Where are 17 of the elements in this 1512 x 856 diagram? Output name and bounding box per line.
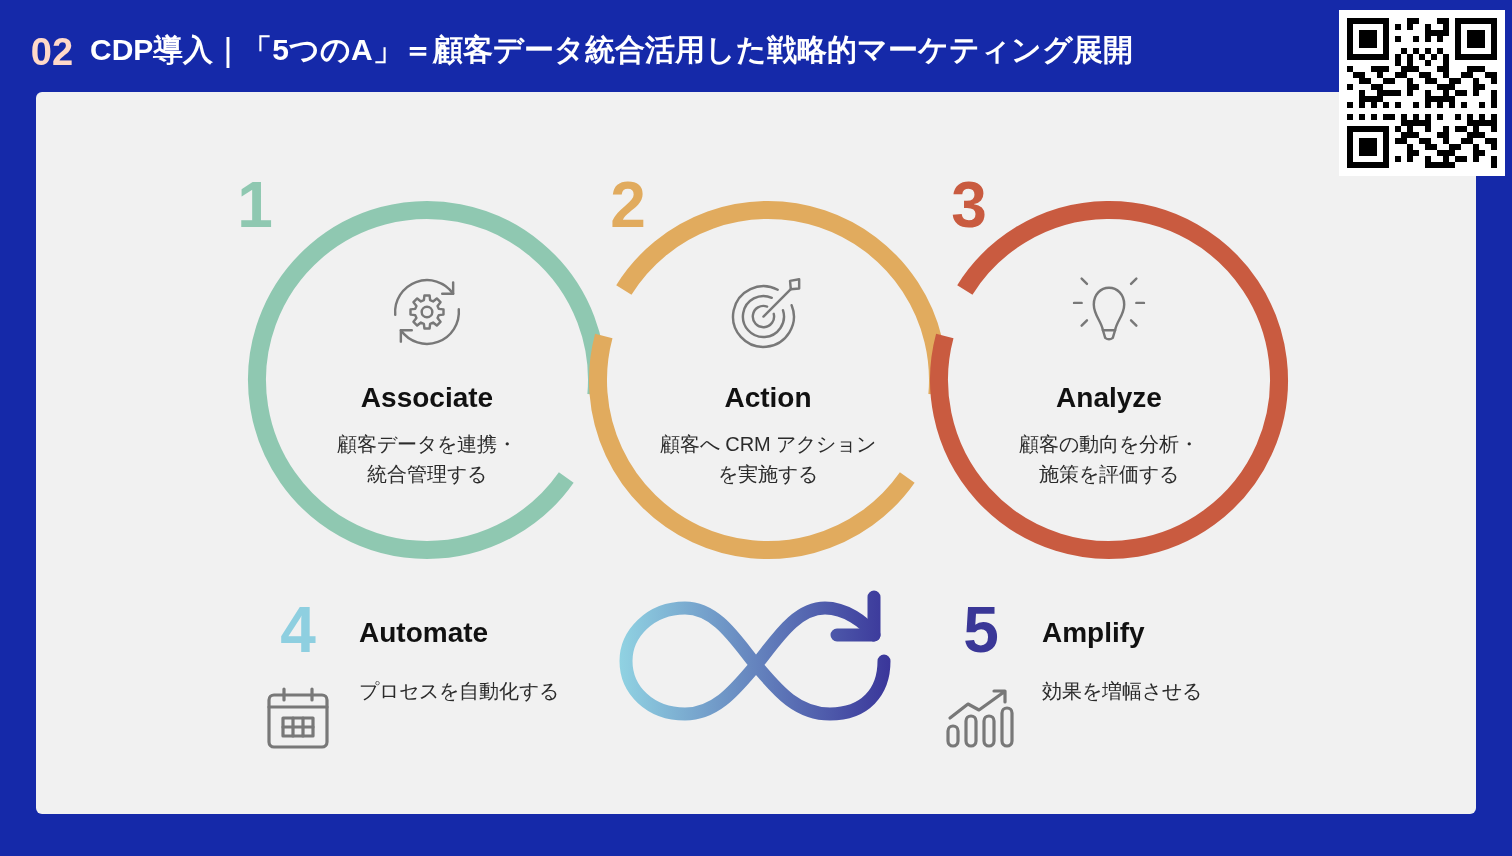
step-description: プロセスを自動化する (359, 679, 559, 703)
section-number: 02 (30, 33, 74, 71)
step-title: Action (724, 381, 812, 415)
step-description: 顧客の動向を分析・施策を評価する (1018, 432, 1200, 487)
step-number: 2 (610, 173, 646, 237)
step-number: 4 (280, 598, 316, 662)
step-description: 顧客データを連携・統合管理する (336, 432, 518, 487)
step-title: Analyze (1056, 381, 1162, 415)
step-number: 3 (951, 173, 987, 237)
step-number: 5 (963, 598, 999, 662)
step-description: 効果を増幅させる (1042, 679, 1202, 703)
step-number: 1 (237, 173, 273, 237)
step-title: Associate (360, 381, 494, 415)
page-title: CDP導入｜「5つのA」＝顧客データ統合活用した戦略的マーケティング展開 (90, 32, 1133, 68)
step-title: Amplify (1042, 616, 1145, 650)
step-description: 顧客へ CRM アクションを実施する (658, 432, 878, 487)
step-title: Automate (359, 616, 489, 650)
